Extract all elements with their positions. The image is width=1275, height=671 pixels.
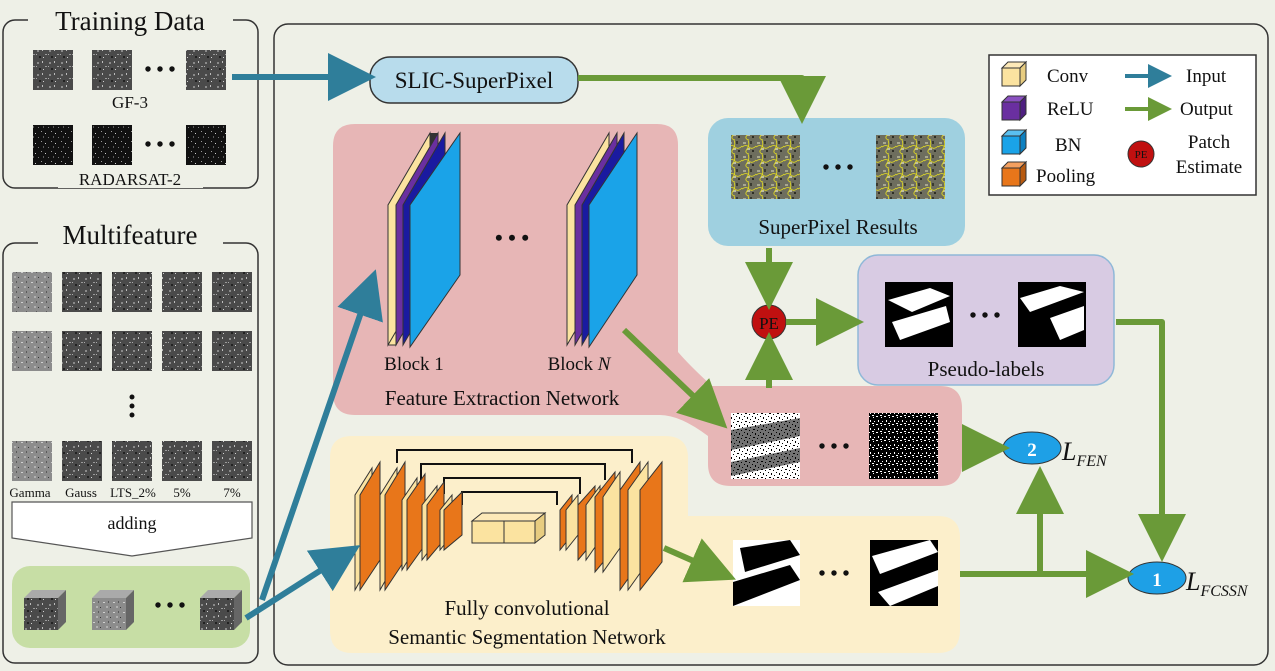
block-1-label: Block 1 [384, 354, 444, 375]
gf3-thumbnails [33, 50, 226, 90]
slic-superpixel-label: SLIC-SuperPixel [395, 68, 553, 93]
arrow-block-n-to-output [621, 327, 728, 429]
legend-pooling-label: Pooling [1036, 166, 1096, 187]
legend-patch-line1: Patch [1188, 132, 1231, 153]
superpixel-image-2 [876, 135, 945, 199]
loss-fen-label: LFEN [1061, 437, 1108, 470]
radarsat-label: RADARSAT-2 [79, 170, 181, 189]
gf3-label: GF-3 [112, 93, 148, 112]
fen-output-ellipsis: • • • [818, 436, 849, 458]
feature-label-gamma: Gamma [9, 485, 50, 500]
loss-fcssn-number: 1 [1152, 570, 1162, 591]
loss-fcssn-label: LFCSSN [1185, 567, 1249, 600]
fcssn-encoder-decoder [354, 449, 663, 592]
patch-estimate-label: PE [759, 314, 779, 333]
legend-output-label: Output [1180, 99, 1234, 120]
training-data-title: Training Data [55, 6, 205, 36]
main-panel [273, 23, 1269, 666]
gf3-ellipsis: • • • [144, 59, 175, 81]
legend-pe-badge-text: PE [1135, 149, 1148, 161]
adding-funnel [11, 501, 253, 557]
fcssn-label-line2: Semantic Segmentation Network [388, 625, 666, 649]
arrow-cubes-to-fcssn [244, 545, 361, 621]
arrow-pseudo-to-loss1 [1116, 319, 1186, 562]
fen-block-n [566, 131, 638, 349]
arrow-unet-to-output [662, 538, 736, 583]
loss-fen-number: 2 [1027, 440, 1037, 461]
fen-block-1 [387, 131, 461, 349]
input-arrows [232, 53, 383, 621]
adding-label: adding [108, 513, 157, 533]
arrow-cubes-to-fen [259, 269, 383, 601]
fen-output-image-2 [869, 413, 938, 479]
legend-conv-label: Conv [1047, 66, 1089, 87]
fen-output-image-1-stripes [731, 418, 800, 476]
fen-panel-background [333, 124, 962, 486]
fcssn-output-ellipsis: • • • [818, 563, 849, 585]
legend-pooling-swatch [1000, 160, 1028, 188]
legend-relu-label: ReLU [1047, 99, 1094, 120]
feature-label-7pct: 7% [223, 485, 241, 500]
superpixel-ellipsis: • • • [822, 157, 853, 179]
superpixel-image-1 [731, 135, 800, 199]
multifeature-title: Multifeature [63, 220, 198, 250]
legend: Conv ReLU BN Pooling Input Output PE Pat… [988, 54, 1257, 196]
feature-cubes [24, 590, 242, 630]
legend-conv-swatch [1000, 60, 1028, 88]
feature-label-lts2: LTS_2% [110, 485, 156, 500]
superpixel-results-label: SuperPixel Results [758, 215, 917, 239]
legend-bn-swatch [1000, 128, 1028, 156]
fen-label: Feature Extraction Network [385, 386, 620, 410]
multifeature-panel: Multifeature Gamma Gauss LTS_2% 5% [2, 220, 259, 664]
legend-bn-label: BN [1055, 135, 1082, 156]
vertical-ellipsis [129, 394, 135, 418]
legend-patch-line2: Estimate [1176, 157, 1242, 178]
arrow-slic-to-superpixel [578, 75, 826, 124]
cube-ellipsis: • • • [154, 595, 185, 617]
feature-label-gauss: Gauss [65, 485, 97, 500]
training-data-panel: Training Data • • • GF-3 • • • RADARSAT-… [2, 6, 259, 189]
output-arrows [578, 75, 1186, 598]
legend-pe-badge [1127, 140, 1155, 168]
legend-relu-swatch [1000, 94, 1028, 122]
pseudo-labels-ellipsis: • • • [969, 305, 1000, 327]
block-n-label: Block N [548, 354, 612, 375]
pseudo-labels-label: Pseudo-labels [928, 357, 1045, 381]
radarsat-ellipsis: • • • [144, 134, 175, 156]
pseudo-label-image-2 [1018, 282, 1086, 347]
pseudo-label-image-1 [885, 282, 953, 347]
fcssn-label-line1: Fully convolutional [444, 596, 609, 620]
feature-grid [12, 272, 252, 481]
fcssn-output-image-2 [870, 540, 938, 606]
fen-block-ellipsis: • • • [495, 225, 529, 250]
feature-label-5pct: 5% [173, 485, 191, 500]
fcssn-output-image-1 [733, 540, 800, 606]
legend-input-label: Input [1186, 66, 1227, 87]
radarsat-thumbnails [33, 125, 226, 165]
